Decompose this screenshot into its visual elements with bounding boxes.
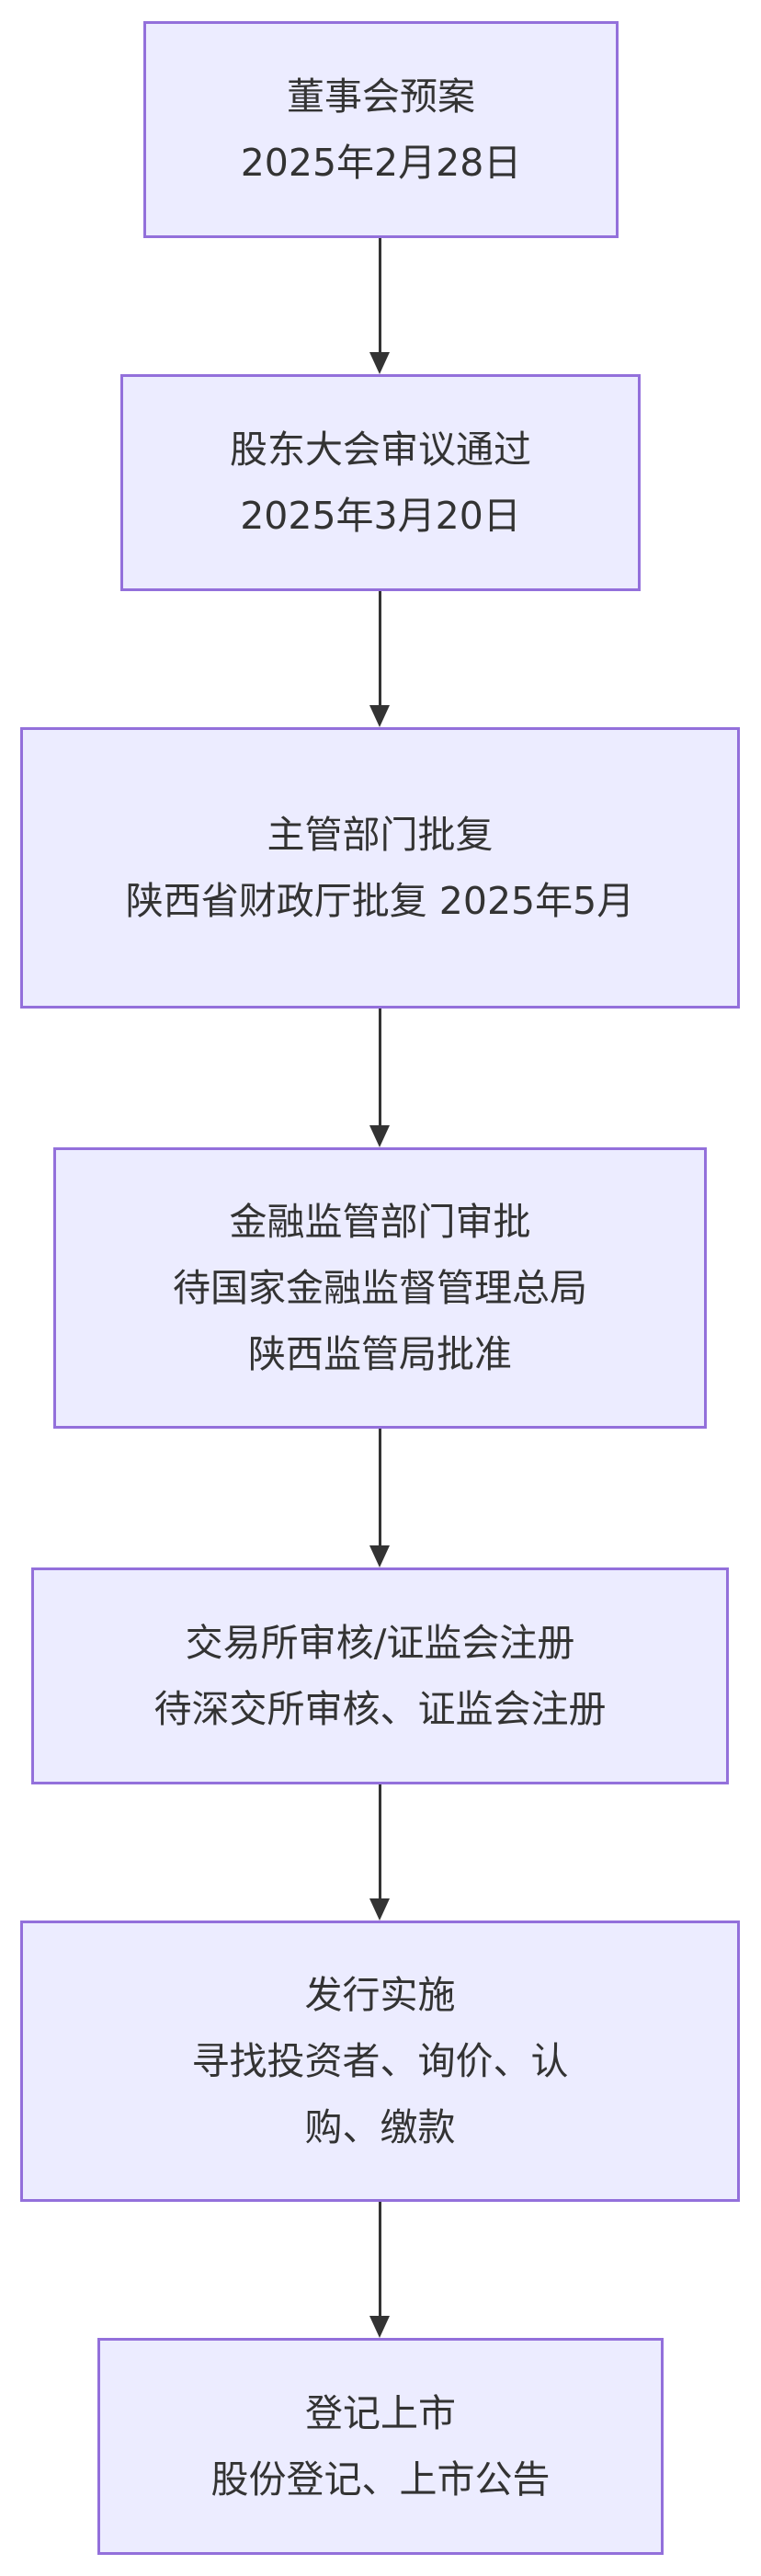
step-board-proposal: 董事会预案 2025年2月28日: [143, 21, 619, 238]
step-authority-approval: 主管部门批复 陕西省财政厅批复 2025年5月: [20, 727, 740, 1009]
step-title: 股东大会审议通过: [230, 427, 531, 472]
arrow-head: [369, 2316, 390, 2338]
connector: [379, 238, 381, 352]
step-listing: 登记上市 股份登记、上市公告: [97, 2338, 664, 2555]
step-detail: 待深交所审核、证监会注册: [153, 1687, 607, 1731]
step-detail: 寻找投资者、询价、认购、缴款: [191, 2039, 569, 2149]
step-title: 董事会预案: [287, 74, 475, 119]
step-detail: 陕西省财政厅批复 2025年5月: [125, 879, 635, 923]
step-date: 2025年2月28日: [240, 141, 522, 185]
connector: [379, 591, 381, 705]
step-date: 2025年3月20日: [240, 494, 521, 538]
step-title: 主管部门批复: [267, 813, 494, 857]
step-detail-line2: 陕西监管局批准: [248, 1332, 512, 1376]
connector: [379, 1009, 381, 1125]
step-exchange-registration: 交易所审核/证监会注册 待深交所审核、证监会注册: [31, 1567, 729, 1784]
step-title: 发行实施: [304, 1973, 456, 2017]
connector: [379, 1429, 381, 1545]
arrow-head: [369, 1125, 390, 1147]
step-title: 金融监管部门审批: [229, 1200, 531, 1244]
step-financial-regulator: 金融监管部门审批 待国家金融监督管理总局 陕西监管局批准: [53, 1147, 707, 1429]
arrow-head: [369, 352, 390, 374]
connector: [379, 2202, 381, 2316]
step-detail: 待国家金融监督管理总局: [173, 1266, 587, 1310]
arrow-head: [369, 1545, 390, 1567]
connector: [379, 1784, 381, 1898]
step-title: 交易所审核/证监会注册: [185, 1621, 575, 1665]
step-issuance: 发行实施 寻找投资者、询价、认购、缴款: [20, 1921, 740, 2202]
arrow-head: [369, 1898, 390, 1921]
step-title: 登记上市: [305, 2391, 456, 2435]
arrow-head: [369, 705, 390, 727]
step-detail: 股份登记、上市公告: [210, 2457, 551, 2502]
step-shareholder-approval: 股东大会审议通过 2025年3月20日: [120, 374, 641, 591]
